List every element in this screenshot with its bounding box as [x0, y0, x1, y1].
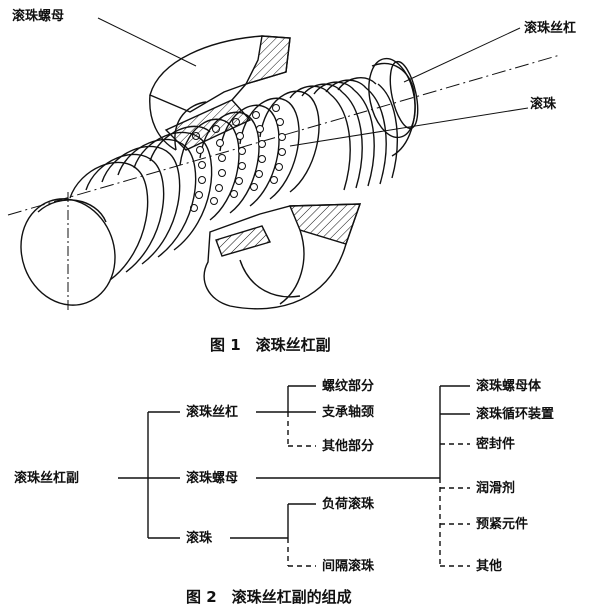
- branch-ball-nut: 滚珠螺母: [186, 470, 238, 486]
- nut-upper-half: [149, 35, 291, 151]
- nut-part-body: 滚珠螺母体: [476, 378, 542, 394]
- nut-part-lubricant: 润滑剂: [476, 480, 515, 496]
- branch-ball-screw: 滚珠丝杠: [186, 404, 238, 420]
- screw-child-other: 其他部分: [322, 438, 374, 454]
- label-ball-screw: 滚珠丝杠: [524, 20, 576, 36]
- screw-child-journal: 支承轴颈: [321, 404, 374, 420]
- screw-left-end: [20, 192, 116, 312]
- nut-part-seal: 密封件: [475, 436, 515, 452]
- nut-part-preload: 预紧元件: [476, 516, 528, 532]
- nut-part-other: 其他: [476, 558, 502, 574]
- ball-child-load: 负荷滚珠: [322, 496, 375, 512]
- figure1-caption: 图 1 滚珠丝杠副: [210, 336, 331, 354]
- branch-ball: 滚珠: [186, 530, 213, 546]
- leader-ball: [289, 107, 529, 147]
- nut-part-recirculation: 滚珠循环装置: [476, 406, 554, 422]
- screw-threads: [289, 77, 398, 191]
- figure2-caption: 图 2 滚珠丝杠副的组成: [186, 588, 352, 606]
- screw-left-threads: [69, 125, 213, 281]
- nut-lower-half: [203, 203, 361, 310]
- screw-right-end: [368, 57, 419, 157]
- ball-screw-illustration: 滚珠螺母 滚珠丝杠 滚珠: [7, 8, 576, 312]
- ball-rows: [179, 90, 320, 221]
- tree-root: 滚珠丝杠副: [14, 470, 79, 486]
- ball-child-spacer: 间隔滚珠: [322, 558, 375, 574]
- composition-tree: 滚珠丝杠副 滚珠丝杠 滚珠螺母 滚珠 螺纹部分 支承轴颈 其他部分 滚珠螺母体 …: [14, 378, 554, 574]
- label-ball-nut: 滚珠螺母: [12, 8, 64, 24]
- screw-child-thread: 螺纹部分: [322, 378, 374, 394]
- leader-nut: [97, 17, 197, 67]
- label-ball: 滚珠: [530, 96, 557, 112]
- leader-screw: [403, 27, 521, 83]
